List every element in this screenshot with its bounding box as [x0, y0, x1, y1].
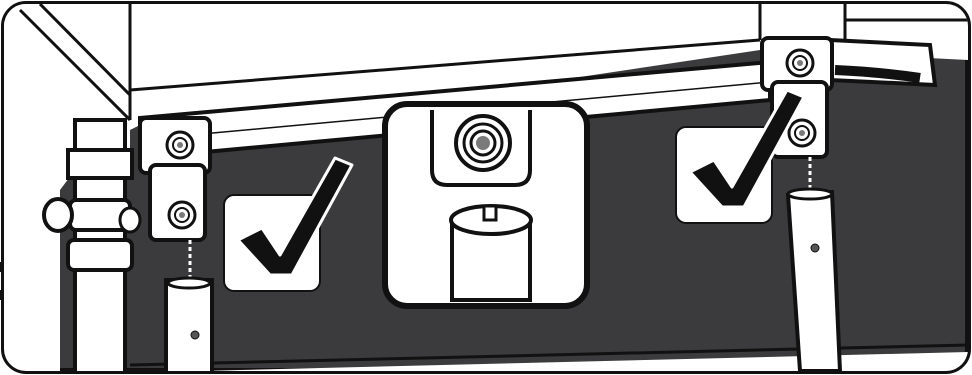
bolt-icon: [789, 120, 815, 146]
detail-inset: [385, 104, 587, 306]
bolt-icon: [167, 132, 193, 158]
bolt-icon: [456, 116, 510, 170]
bolt-icon: [169, 202, 195, 228]
bolt-icon: [787, 50, 813, 76]
left-leg-tube: [166, 278, 212, 375]
